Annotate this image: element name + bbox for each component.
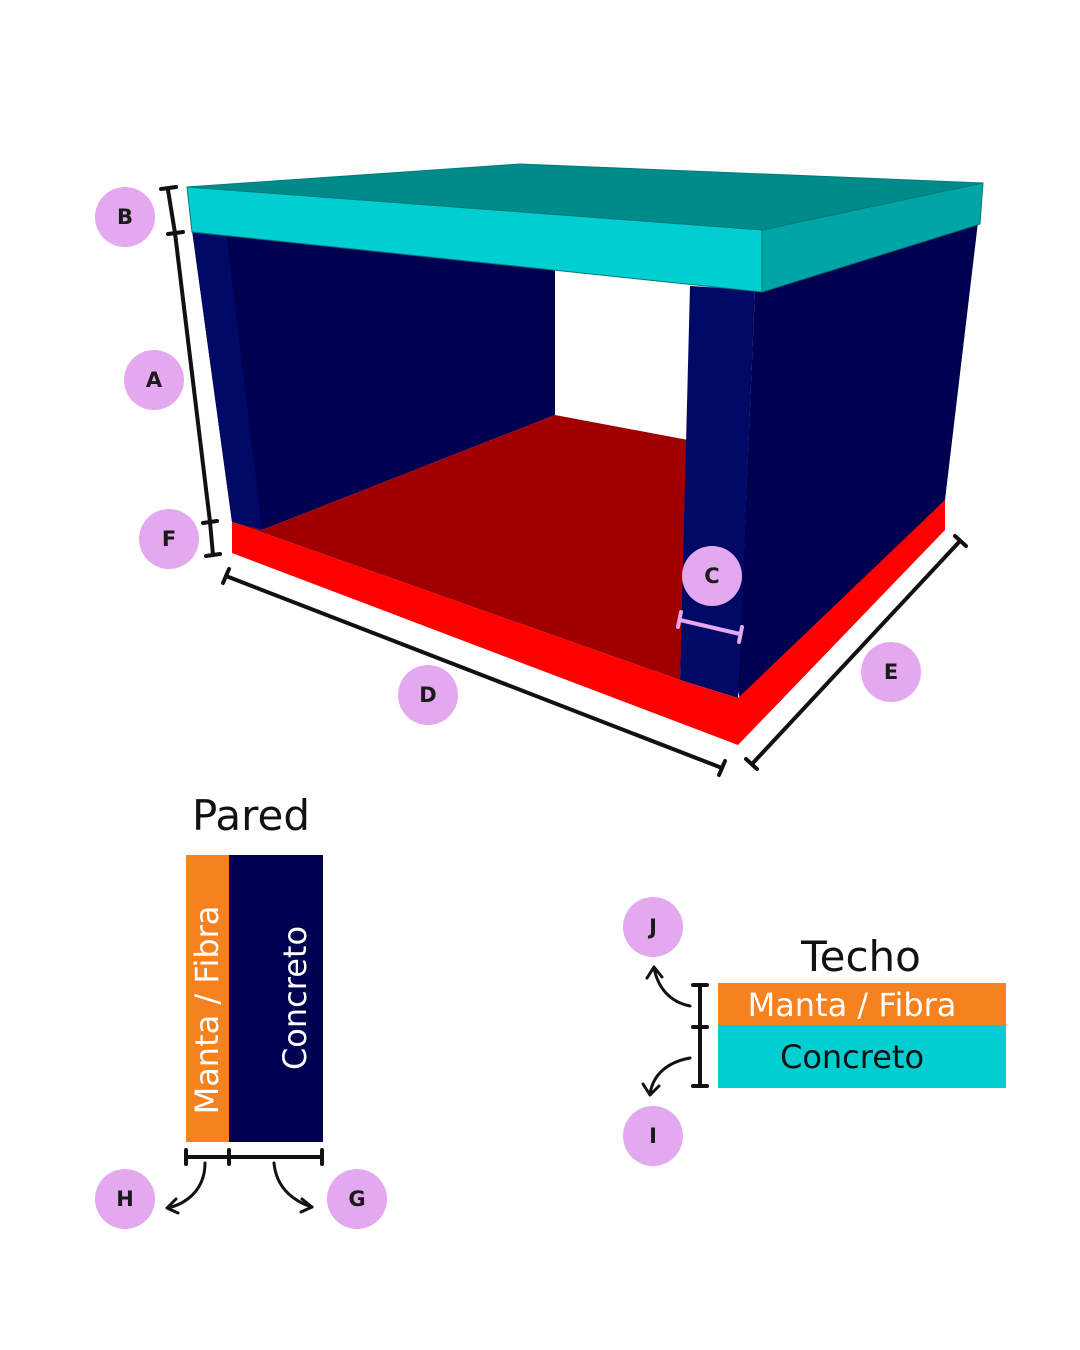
left-wall-edge xyxy=(192,230,262,530)
floor-top xyxy=(232,415,688,680)
pared-concreto-layer xyxy=(229,855,323,1142)
svg-text:B: B xyxy=(117,205,133,229)
h-arrow xyxy=(166,1161,207,1210)
svg-text:J: J xyxy=(647,915,657,939)
c-dimension xyxy=(678,618,742,636)
svg-text:F: F xyxy=(162,527,176,551)
dimension-lines xyxy=(159,185,968,777)
techo-manta-layer xyxy=(718,983,1006,1025)
badge-a: A xyxy=(124,350,184,410)
box-3d xyxy=(186,163,984,745)
svg-text:E: E xyxy=(884,660,898,684)
pared-manta-label: Manta / Fibra xyxy=(188,906,226,1115)
svg-text:H: H xyxy=(116,1187,134,1211)
badge-b: B xyxy=(95,187,155,247)
g-arrow xyxy=(272,1161,314,1209)
pared-title: Pared xyxy=(192,791,310,840)
badge-h: H xyxy=(95,1169,155,1229)
techo-section: Techo Manta / Fibra Concreto xyxy=(641,932,1006,1097)
pared-manta-layer xyxy=(186,855,229,1142)
badge-j: J xyxy=(623,897,683,957)
svg-text:C: C xyxy=(704,564,719,588)
pared-section: Pared Manta / Fibra Concreto xyxy=(165,791,324,1215)
badge-d: D xyxy=(398,665,458,725)
badge-i: I xyxy=(623,1106,683,1166)
badge-f: F xyxy=(139,509,199,569)
svg-text:D: D xyxy=(419,683,436,707)
roof-right-face xyxy=(761,182,984,293)
left-wall xyxy=(192,230,555,530)
right-wall xyxy=(738,222,978,700)
techo-manta-label: Manta / Fibra xyxy=(748,986,957,1024)
badge-c: C xyxy=(682,546,742,606)
pared-concreto-label: Concreto xyxy=(276,926,314,1070)
badge-g: G xyxy=(327,1169,387,1229)
techo-concreto-label: Concreto xyxy=(780,1038,924,1076)
badges: B A F C D E H G xyxy=(95,187,921,1229)
i-arrow xyxy=(648,1056,692,1096)
techo-title: Techo xyxy=(800,932,921,981)
svg-text:A: A xyxy=(146,368,163,392)
svg-text:G: G xyxy=(348,1187,365,1211)
svg-text:I: I xyxy=(649,1124,657,1148)
j-arrow xyxy=(652,966,692,1008)
techo-concreto-layer xyxy=(718,1025,1006,1088)
badge-e: E xyxy=(861,642,921,702)
floor-right-face xyxy=(738,500,945,745)
floor-front-face xyxy=(232,522,738,745)
